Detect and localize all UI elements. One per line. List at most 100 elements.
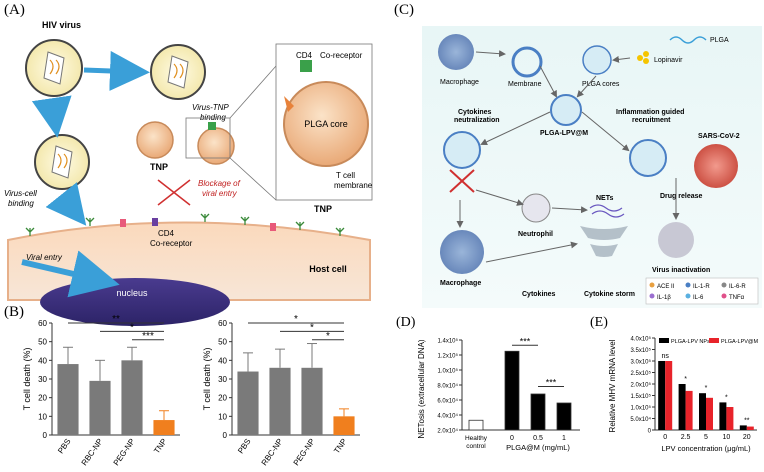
y-tick-label: 1.4x10⁵ — [437, 338, 458, 345]
neutrophil-cell — [521, 193, 551, 223]
legend-swatch — [649, 293, 655, 299]
panel-c-letter: (C) — [394, 2, 414, 18]
cross-mark — [449, 169, 475, 193]
arrow — [539, 65, 557, 98]
zoom-line — [229, 157, 277, 201]
arrow — [480, 111, 551, 146]
x-tick-label: PBS — [236, 437, 253, 455]
receptor-marker — [152, 218, 158, 226]
y-axis-label: T cell death (%) — [202, 348, 212, 411]
x-tick-label: RBC-NP — [80, 437, 105, 467]
co-receptor-top-label: Co-receptor — [320, 51, 363, 60]
bar — [719, 402, 727, 430]
bar-chart-e: 05.0x10⁴1.0x10⁵1.5x10⁵2.0x10⁵2.5x10⁵3.0x… — [608, 336, 758, 454]
receptor-marker — [120, 219, 126, 227]
x-tick-label: 20 — [743, 434, 751, 441]
inactivated-virus — [658, 222, 694, 258]
y-tick-label: 8.0x10⁴ — [437, 383, 458, 390]
tnp-small-label: TNP — [150, 162, 168, 172]
blockage-label-1: Blockage of — [198, 179, 241, 188]
y-tick-label: 0 — [223, 431, 228, 440]
receptor-marker — [270, 223, 276, 231]
cytokines-neutralization-1: Cytokines — [458, 109, 492, 116]
y-tick-label: 1.0x10⁵ — [630, 405, 651, 412]
significance-label: *** — [520, 336, 531, 346]
significance-label: ns — [661, 353, 669, 360]
membrane-label: Membrane — [508, 81, 542, 88]
significance-label: * — [725, 394, 728, 401]
legend-swatch — [721, 293, 727, 299]
significance-label: * — [310, 322, 314, 333]
legend-swatch — [659, 338, 669, 343]
neutrophil-label: Neutrophil — [518, 231, 553, 238]
bar — [706, 397, 713, 430]
arrow — [31, 95, 72, 138]
lopinavir-label: Lopinavir — [654, 57, 683, 64]
virus-tnp-label-1: Virus-TNP — [192, 103, 229, 112]
lopinavir-dot — [637, 55, 643, 61]
plga-cores-icon — [582, 45, 612, 75]
nucleus-label: nucleus — [116, 288, 148, 298]
significance-label: * — [130, 322, 134, 333]
bar — [658, 361, 666, 430]
x-tick-label: PBS — [56, 437, 73, 455]
y-tick-label: 3.5x10⁵ — [630, 347, 651, 354]
y-tick-label: 1.2x10⁵ — [437, 353, 458, 360]
plga-strand — [669, 36, 707, 44]
y-tick-label: 3.0x10⁵ — [630, 359, 651, 366]
hiv-virus-label: HIV virus — [42, 20, 81, 30]
nets-strands — [589, 204, 625, 218]
bar — [746, 426, 754, 430]
significance-label: ** — [744, 417, 750, 424]
x-tick-label: 0.5 — [533, 435, 543, 442]
legend-swatch — [685, 282, 691, 288]
t-cell-label: T cell — [336, 171, 355, 180]
hiv-virus-left — [34, 134, 90, 190]
y-tick-label: 50 — [38, 338, 47, 347]
y-tick-label: 2.5x10⁵ — [630, 370, 651, 377]
x-tick-label: TNP — [152, 437, 169, 455]
y-axis-label: Relative MHV mRNA level — [608, 339, 617, 432]
y-tick-label: 30 — [218, 375, 227, 384]
plga-core-large — [283, 81, 369, 167]
arrow — [576, 75, 597, 98]
legend-label: IL-6 — [693, 295, 704, 301]
x-axis-label: PLGA@M (mg/mL) — [506, 443, 570, 452]
y-tick-label: 1.5x10⁵ — [630, 393, 651, 400]
bar — [665, 361, 673, 430]
y-tick-label: 0 — [43, 431, 48, 440]
x-tick-label: 0 — [510, 435, 514, 442]
plga-lpv-m-label: PLGA-LPV@M — [540, 130, 588, 137]
legend-label: PLGA-LPV@M — [721, 339, 758, 345]
arrow — [21, 250, 120, 298]
zoom-line — [229, 65, 277, 119]
x-tick-label: 5 — [704, 434, 708, 441]
bar — [556, 402, 572, 431]
cytokine-storm-icon — [580, 226, 628, 257]
bar — [678, 384, 686, 430]
y-tick-label: 60 — [38, 319, 47, 328]
y-tick-label: 10 — [38, 412, 47, 421]
bar — [699, 393, 706, 430]
significance-label: ** — [112, 314, 120, 325]
legend-label: IL-1-R — [693, 284, 710, 290]
x-tick-label: PEG-NP — [292, 437, 317, 467]
cytokines-label: Cytokines — [522, 291, 556, 298]
plga-core-label: PLGA core — [304, 119, 348, 129]
drug-release-label: Drug release — [660, 193, 703, 200]
tnp-particle — [197, 127, 235, 165]
viral-entry-label: Viral entry — [26, 253, 63, 262]
bar — [89, 380, 111, 435]
co-receptor-icon — [300, 60, 312, 72]
tnp-particle — [136, 121, 174, 159]
legend-swatch — [649, 282, 655, 288]
nucleus — [40, 278, 230, 326]
y-tick-label: 6.0x10⁴ — [437, 398, 458, 405]
cytokines-neutralization-2: neutralization — [454, 117, 500, 124]
panel-a-letter: (A) — [4, 2, 25, 18]
macrophage-top — [438, 34, 474, 70]
x-tick-label: PEG-NP — [112, 437, 137, 467]
y-tick-label: 4.0x10⁵ — [630, 336, 651, 343]
